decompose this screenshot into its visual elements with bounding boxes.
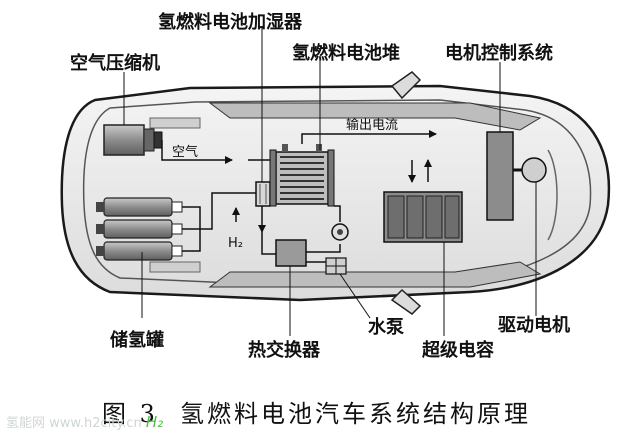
label-air: 空气	[172, 145, 199, 160]
label-tanks: 储氢罐	[110, 330, 164, 351]
air-flow	[161, 140, 270, 164]
supercapacitor	[383, 191, 463, 243]
drive-motor	[513, 157, 547, 183]
label-heat-exchanger: 热交换器	[248, 340, 320, 361]
label-pump: 水泵	[368, 317, 404, 338]
label-humidifier: 氢燃料电池加湿器	[158, 12, 302, 33]
motor-control-unit	[486, 131, 514, 221]
watermark-h2-logo: H₂	[145, 413, 164, 431]
hydrogen-tanks	[96, 197, 183, 261]
output-current-flow	[301, 130, 437, 144]
watermark-text: 氢能网 www.h2city.cn	[6, 416, 142, 431]
car-outline	[60, 71, 611, 315]
label-supercap: 超级电容	[422, 340, 494, 361]
fuel-cell-stack	[269, 144, 335, 207]
label-motor-control: 电机控制系统	[445, 43, 553, 64]
label-motor: 驱动电机	[498, 315, 570, 336]
hydrogen-lines	[182, 192, 256, 252]
leader-lines	[123, 26, 537, 336]
label-stack: 氢燃料电池堆	[292, 43, 400, 64]
water-pump	[325, 223, 349, 275]
label-h2: H₂	[228, 236, 243, 251]
figure-number: 图 3	[102, 400, 158, 428]
figure-title: 氢燃料电池汽车系统结构原理	[179, 400, 531, 428]
label-output-current: 输出电流	[346, 118, 399, 133]
air-compressor	[103, 124, 163, 156]
humidifier	[255, 181, 271, 207]
heat-exchanger	[275, 239, 307, 267]
label-compressor: 空气压缩机	[70, 53, 160, 74]
figure-caption: 图 3 氢燃料电池汽车系统结构原理	[0, 394, 633, 429]
watermark: 氢能网 www.h2city.cn H₂	[6, 412, 163, 431]
supercap-current-arrows	[408, 159, 432, 183]
